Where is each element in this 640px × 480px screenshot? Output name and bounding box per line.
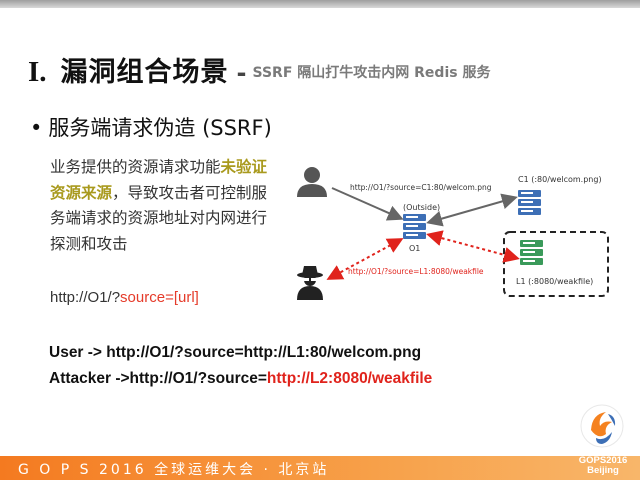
example-attacker: Attacker ->http://O1/?source=http://L2:8… xyxy=(49,370,432,388)
url-prefix: http://O1/? xyxy=(50,289,121,306)
l1-label: L1 (:8080/weakfile) xyxy=(516,277,593,286)
description-highlight: 未验证资源来源 xyxy=(50,158,268,202)
gops-logo-icon xyxy=(580,404,624,448)
server-l1-icon xyxy=(520,240,543,265)
o1-l1-arrow xyxy=(426,230,520,263)
title-main: 漏洞组合场景 xyxy=(60,57,229,88)
title-number: I. xyxy=(28,56,47,88)
server-c1-icon xyxy=(518,190,541,215)
bullet-dot: • xyxy=(30,116,43,140)
bullet-text: 服务端请求伪造 (SSRF) xyxy=(48,116,272,140)
url-template: http://O1/?source=[url] xyxy=(50,289,199,306)
ssrf-diagram: http://O1/?source=C1:80/welcom.png http:… xyxy=(297,167,609,300)
footer-conference: G O P S 2016 全球运维大会 · 北京站 xyxy=(18,462,330,478)
user-icon xyxy=(297,167,327,197)
example-user: User -> http://O1/?source=http://L1:80/w… xyxy=(49,344,422,361)
o1-c1-arrow xyxy=(426,193,518,227)
description: 业务提供的资源请求功能未验证资源来源，导致攻击者可控制服务端请求的资源地址对内网… xyxy=(50,155,282,257)
description-part2: ，导致攻击者可控制服务端请求的资源地址对内网进行探测和攻击 xyxy=(50,183,268,253)
footer-bar xyxy=(0,456,640,480)
user-request-arrow xyxy=(331,187,404,221)
example-attacker-url: http://L2:8080/weakfile xyxy=(266,370,433,387)
outside-label: (Outside) xyxy=(403,203,440,212)
attacker-icon xyxy=(297,266,323,300)
bullet-heading: •服务端请求伪造 (SSRF) xyxy=(30,112,272,142)
internal-network-box xyxy=(503,231,609,297)
description-part1: 业务提供的资源请求功能 xyxy=(50,158,221,176)
logo-line1: GOPS2016 xyxy=(578,455,628,466)
server-o1-icon xyxy=(403,214,426,239)
attacker-request-arrow xyxy=(326,238,404,280)
slide-title: I. 漏洞组合场景-SSRF 隔山打牛攻击内网 Redis 服务 xyxy=(28,50,490,89)
top-bar xyxy=(0,0,640,8)
user-request-label: http://O1/?source=C1:80/welcom.png xyxy=(350,183,492,192)
example-attacker-prefix: Attacker ->http://O1/?source= xyxy=(49,370,267,387)
logo-line2: Beijing xyxy=(587,465,619,476)
o1-label: O1 xyxy=(409,244,420,253)
attacker-request-label: http://O1/?source=L1:8080/weakfile xyxy=(348,267,484,276)
logo-text: GOPS2016 Beijing xyxy=(570,456,636,476)
c1-label: C1 (:80/welcom.png) xyxy=(518,175,602,184)
title-subtitle: SSRF 隔山打牛攻击内网 Redis 服务 xyxy=(252,65,491,81)
title-dash: - xyxy=(236,59,247,87)
url-param: source=[url] xyxy=(120,289,199,306)
